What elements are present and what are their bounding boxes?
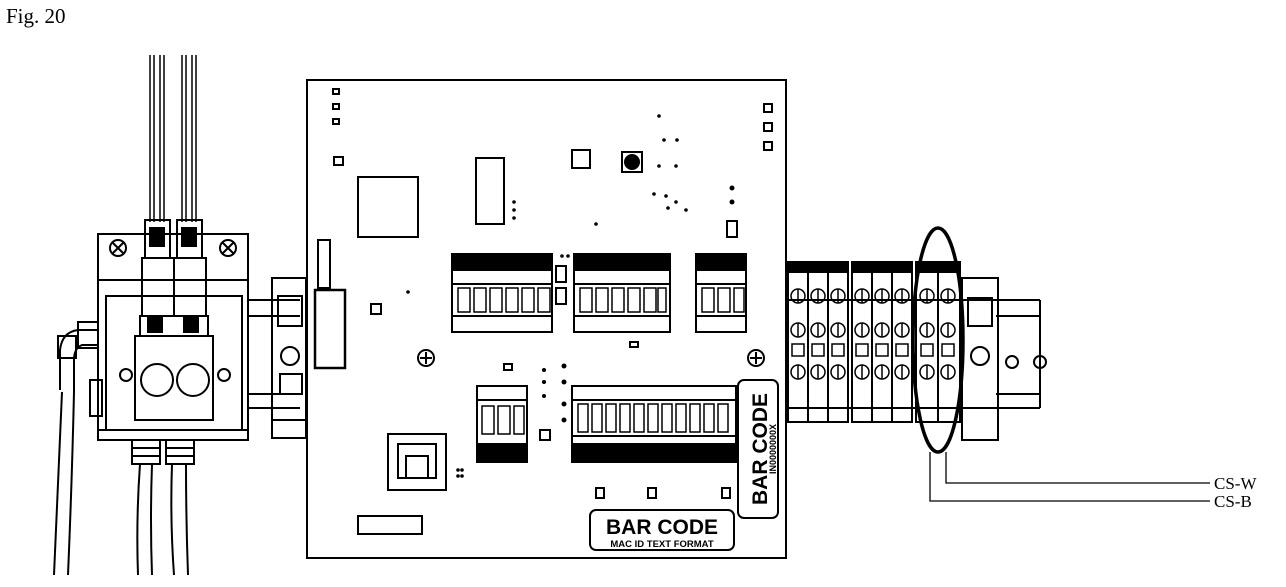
cs-w-leader [945, 452, 1210, 484]
callout-cs-w: CS-W [1214, 474, 1257, 493]
barcode-bottom-sublabel: MAC ID TEXT FORMAT [610, 539, 713, 550]
barcode-bottom-label: BAR CODE [606, 516, 718, 539]
callout-cs-b: CS-B [1214, 492, 1252, 511]
circuit-board [306, 79, 787, 559]
barcode-side-label: BAR CODE [749, 393, 772, 505]
left-valve-assembly [53, 55, 307, 576]
figure-caption: Fig. 20 [6, 4, 66, 28]
barcode-side-sublabel: IN0000000X [768, 424, 778, 474]
cs-b-leader [929, 452, 1210, 502]
highlight-ellipse [911, 226, 965, 454]
board-dots [406, 114, 735, 478]
din-rail-terminals [786, 226, 1210, 502]
